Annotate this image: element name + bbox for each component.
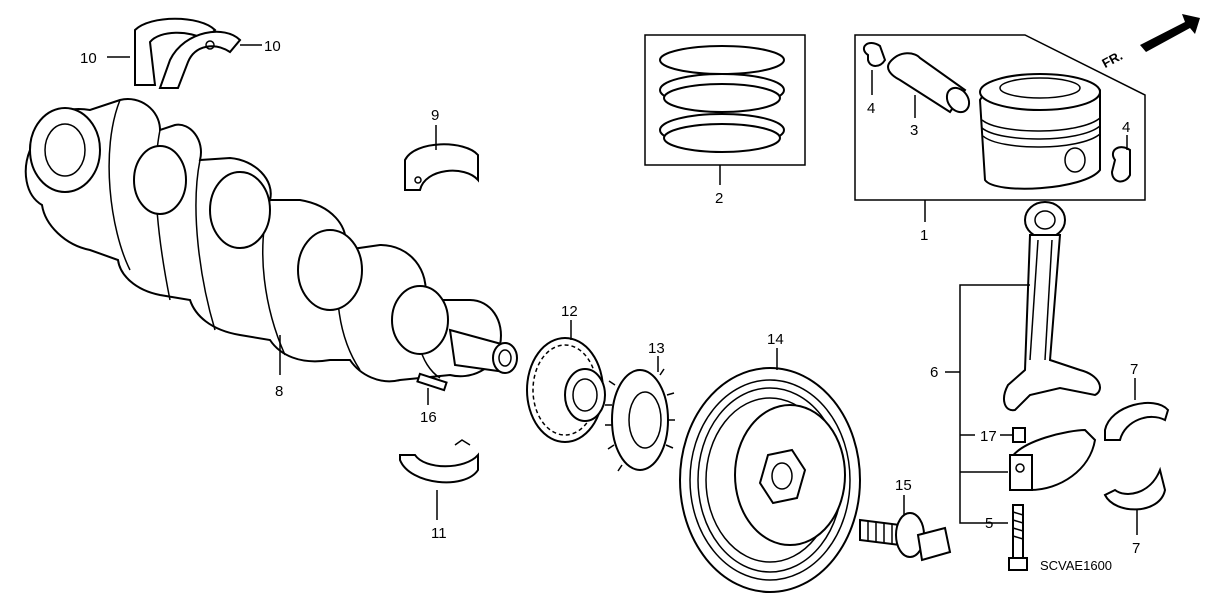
callout-3: 3	[910, 122, 918, 139]
leader-lines	[107, 44, 1138, 535]
crankshaft	[24, 98, 518, 383]
piston-ring-set	[644, 34, 806, 166]
rod-bearing-upper	[1104, 401, 1170, 441]
diagram-code: SCVAE1600	[1040, 558, 1112, 573]
callout-7-upper: 7	[1130, 361, 1138, 378]
callout-1: 1	[920, 227, 928, 244]
callout-labels: 10 10 9 8 16 11 12 13 14 15 2 1 4 3 4 6 …	[80, 38, 1140, 557]
callout-4-right: 4	[1122, 119, 1130, 136]
callout-12: 12	[561, 303, 578, 320]
callout-4-left: 4	[867, 100, 875, 117]
callout-10-left: 10	[80, 50, 97, 67]
main-bearing-upper	[404, 143, 479, 191]
callout-16: 16	[420, 409, 437, 426]
front-direction-arrow	[1140, 14, 1200, 52]
callout-14: 14	[767, 331, 784, 348]
callout-11: 11	[431, 525, 447, 542]
pulley-bolt	[859, 512, 952, 562]
callout-9: 9	[431, 107, 439, 124]
front-marker-label: FR.	[1099, 48, 1125, 71]
woodruff-key	[416, 372, 448, 392]
callout-5: 5	[985, 515, 993, 532]
connecting-rod	[1003, 201, 1101, 571]
callout-17: 17	[980, 428, 997, 445]
main-bearing-lower	[399, 439, 479, 484]
thrust-washers	[134, 17, 242, 89]
callout-10-right: 10	[264, 38, 281, 55]
callout-8: 8	[275, 383, 283, 400]
callout-2: 2	[715, 190, 723, 207]
rod-bearing-lower	[1103, 466, 1167, 511]
piston-assembly	[854, 34, 1146, 201]
callout-7-lower: 7	[1132, 540, 1140, 557]
crank-pulley	[679, 367, 861, 593]
callout-6: 6	[930, 364, 938, 381]
callout-15: 15	[895, 477, 912, 494]
timing-gear	[526, 337, 606, 443]
crank-pulse-plate	[605, 368, 675, 472]
callout-13: 13	[648, 340, 665, 357]
